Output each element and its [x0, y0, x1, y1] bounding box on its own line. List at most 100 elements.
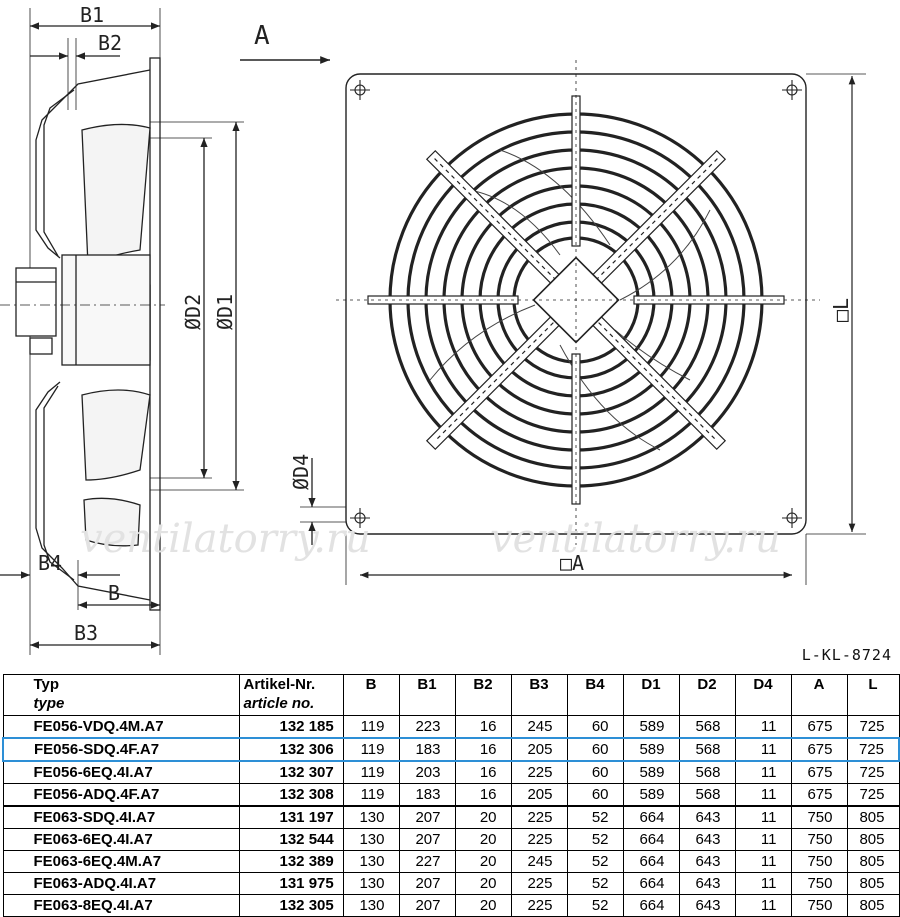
cell-d1: 589 — [622, 783, 680, 807]
cell-b1: 207 — [398, 872, 456, 895]
cell-l: 805 — [846, 828, 900, 851]
cell-d1: 664 — [622, 894, 680, 917]
col-header-article-de: Artikel-Nr. — [243, 676, 316, 693]
cell-type: FE063-6EQ.4M.A7 — [2, 850, 240, 873]
cell-b2: 20 — [454, 805, 512, 829]
dim-l-label: □L — [829, 298, 853, 322]
cell-b1: 207 — [398, 805, 456, 829]
dim-d1-label: ØD1 — [213, 294, 237, 330]
cell-d4: 11 — [734, 783, 792, 807]
cell-d2: 568 — [678, 783, 736, 807]
cell-l: 725 — [846, 715, 900, 739]
cell-b1: 183 — [398, 737, 456, 762]
cell-d2: 568 — [678, 760, 736, 784]
side-view — [0, 8, 360, 655]
cell-d1: 664 — [622, 828, 680, 851]
cell-article: 132 306 — [238, 737, 344, 762]
col-header-d1: D1 — [622, 674, 680, 716]
cell-b3: 245 — [510, 715, 568, 739]
col-header-a: A — [790, 674, 848, 716]
side-view-labels: B1 B2 B4 B B3 ØD2 ØD1 ØD4 — [38, 3, 313, 645]
front-view — [336, 60, 866, 585]
dim-a-label: □A — [560, 551, 584, 575]
col-header-l: L — [846, 674, 900, 716]
cell-article: 132 308 — [238, 783, 344, 807]
fan-technical-drawing: B1 B2 B4 B B3 ØD2 ØD1 ØD4 A — [0, 3, 866, 655]
mounting-holes — [350, 80, 802, 528]
cell-type: FE056-SDQ.4F.A7 — [2, 737, 240, 762]
cell-l: 725 — [846, 737, 900, 762]
cell-a: 675 — [790, 760, 848, 784]
cell-article: 132 307 — [238, 760, 344, 784]
cell-b4: 60 — [566, 737, 624, 762]
cell-article: 131 197 — [238, 805, 344, 829]
cell-b3: 225 — [510, 828, 568, 851]
cell-l: 805 — [846, 894, 900, 917]
cell-b4: 60 — [566, 715, 624, 739]
cell-type: FE063-ADQ.4I.A7 — [2, 872, 240, 895]
cell-article: 132 389 — [238, 850, 344, 873]
col-header-d2: D2 — [678, 674, 736, 716]
cell-b1: 203 — [398, 760, 456, 784]
cell-d2: 643 — [678, 805, 736, 829]
cell-d4: 11 — [734, 805, 792, 829]
cell-d1: 664 — [622, 805, 680, 829]
fan-spec-table: Typ type Artikel-Nr. article no. B B1 B2… — [2, 674, 900, 917]
cell-b: 130 — [342, 894, 400, 917]
cell-b2: 20 — [454, 894, 512, 917]
cell-b4: 52 — [566, 872, 624, 895]
cell-d2: 643 — [678, 828, 736, 851]
dim-b2-label: B2 — [98, 31, 122, 55]
cell-b3: 205 — [510, 783, 568, 807]
col-header-b4: B4 — [566, 674, 624, 716]
cell-a: 750 — [790, 805, 848, 829]
cell-b4: 52 — [566, 828, 624, 851]
dim-b1-label: B1 — [80, 3, 104, 27]
cell-d2: 568 — [678, 737, 736, 762]
dim-d2-label: ØD2 — [181, 294, 205, 330]
cell-b3: 225 — [510, 872, 568, 895]
cell-b: 130 — [342, 805, 400, 829]
cell-l: 725 — [846, 760, 900, 784]
cell-d2: 643 — [678, 850, 736, 873]
cell-b3: 225 — [510, 760, 568, 784]
cell-b2: 20 — [454, 850, 512, 873]
cell-b2: 16 — [454, 760, 512, 784]
col-header-d4: D4 — [734, 674, 792, 716]
col-header-type: Typ type — [2, 674, 240, 716]
cell-b: 130 — [342, 828, 400, 851]
cell-b2: 20 — [454, 872, 512, 895]
cell-type: FE063-6EQ.4I.A7 — [2, 828, 240, 851]
cell-d2: 643 — [678, 894, 736, 917]
cell-d4: 11 — [734, 737, 792, 762]
cell-d1: 589 — [622, 760, 680, 784]
cell-article: 132 544 — [238, 828, 344, 851]
col-header-article-en: article no. — [243, 695, 315, 712]
cell-a: 675 — [790, 715, 848, 739]
cell-d2: 568 — [678, 715, 736, 739]
cell-d4: 11 — [734, 715, 792, 739]
dim-b-label: B — [108, 581, 120, 605]
cell-b2: 20 — [454, 828, 512, 851]
cell-b1: 223 — [398, 715, 456, 739]
cell-b2: 16 — [454, 715, 512, 739]
view-arrow: A — [240, 21, 330, 64]
col-header-b1: B1 — [398, 674, 456, 716]
cell-d4: 11 — [734, 894, 792, 917]
cell-b4: 52 — [566, 850, 624, 873]
cell-b: 119 — [342, 760, 400, 784]
cell-b: 130 — [342, 872, 400, 895]
cell-type: FE056-VDQ.4M.A7 — [2, 715, 240, 739]
cell-l: 725 — [846, 783, 900, 807]
col-header-b3: B3 — [510, 674, 568, 716]
cell-b2: 16 — [454, 737, 512, 762]
dim-b4-label: B4 — [38, 551, 62, 575]
cell-b4: 60 — [566, 783, 624, 807]
cell-l: 805 — [846, 850, 900, 873]
